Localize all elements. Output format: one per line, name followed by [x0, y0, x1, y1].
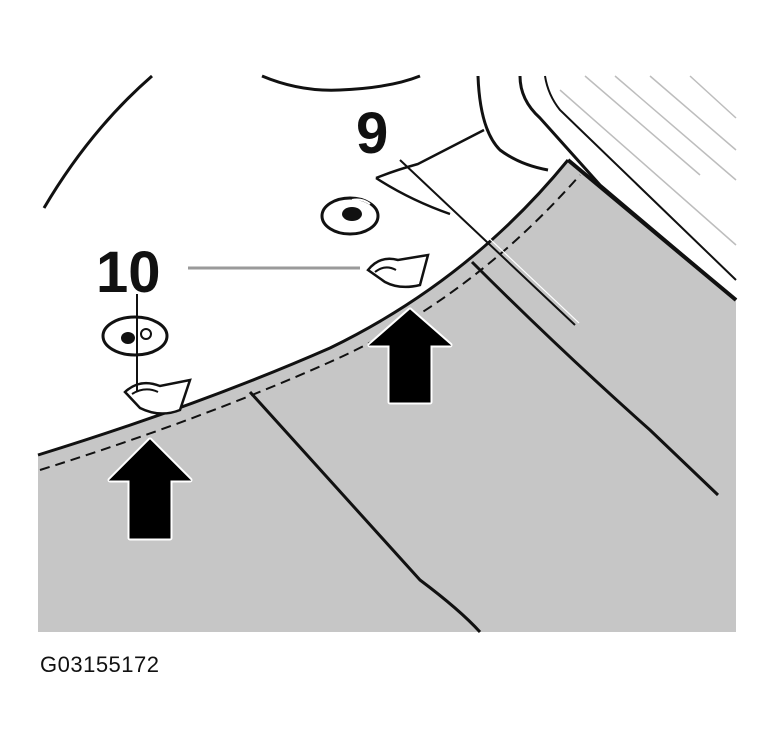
leader-bracket-9: [375, 128, 485, 216]
panel-right-edge: [566, 158, 738, 302]
window-frame-outer: [476, 75, 549, 172]
panel-crease-right: [470, 260, 720, 497]
panel-seam-dashed: [39, 174, 581, 471]
panel-top-edge: [37, 159, 570, 457]
body-contour-top: [261, 74, 421, 92]
door-trim-panel: [38, 160, 736, 632]
window-frame-inner: [518, 75, 737, 302]
clip-9-part: [366, 253, 430, 289]
window-glass-hatching: [559, 75, 737, 246]
rotate-symbol-9: [320, 196, 380, 236]
window-frame-edge: [544, 75, 737, 281]
arrow-up-left: [107, 437, 193, 541]
panel-crease-left: [248, 390, 482, 634]
callout-number-10: 10: [96, 240, 161, 305]
callout-number-9: 9: [356, 101, 388, 166]
figure-reference-code: G03155172: [40, 652, 160, 677]
leader-line-9-shadow: [403, 157, 580, 324]
arrow-up-right: [367, 307, 453, 405]
body-contour-left: [42, 74, 153, 209]
rotate-symbol-10: [101, 315, 169, 357]
leader-line-9: [399, 159, 576, 326]
